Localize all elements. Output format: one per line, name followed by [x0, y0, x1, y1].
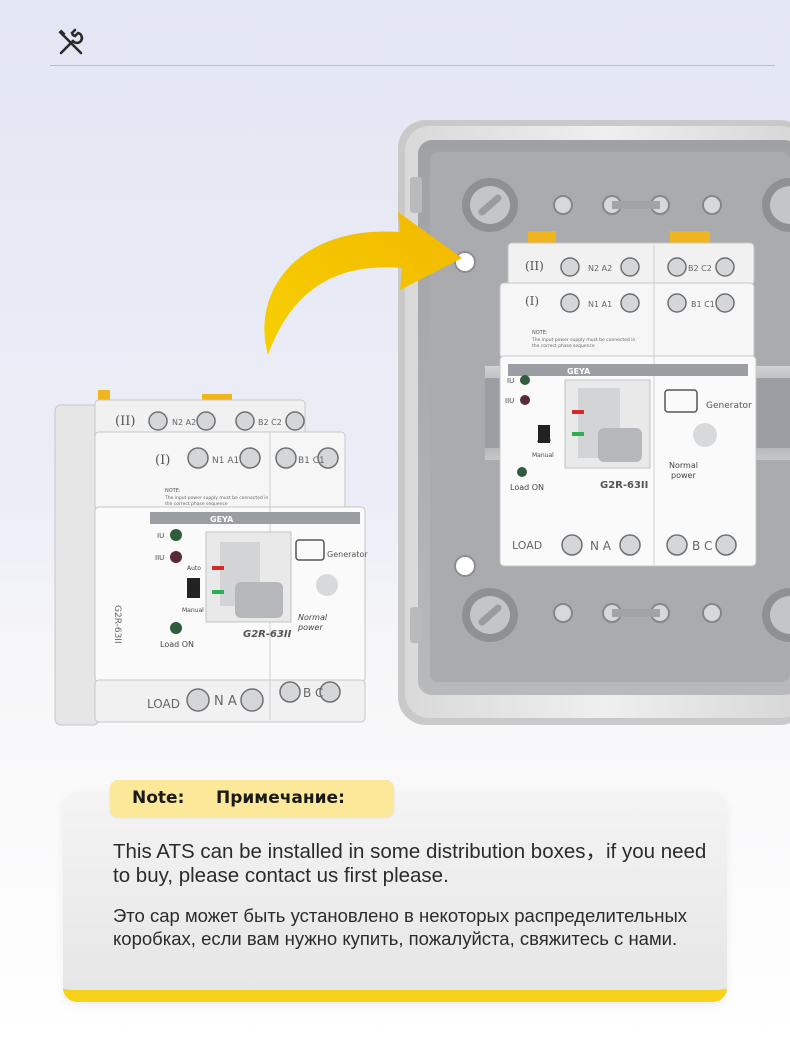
- standalone-row-i: (I): [155, 453, 170, 468]
- tools-icon: [56, 28, 86, 58]
- svg-text:B2 C2: B2 C2: [258, 418, 282, 427]
- standalone-load-on: Load ON: [160, 640, 194, 649]
- box-normal-label-1: Normal: [669, 461, 698, 470]
- svg-text:N1 A1: N1 A1: [212, 456, 239, 466]
- svg-text:N2 A2: N2 A2: [172, 418, 196, 427]
- standalone-note-line2: the correct phase sequence: [165, 501, 228, 507]
- standalone-generator-label: Generator: [327, 550, 368, 559]
- ats-in-box: GEYA (II) (I) N2 A2 B2 C2 N1 A1 B1 C1 NO…: [499, 231, 757, 567]
- standalone-indicator-1: IU: [157, 532, 164, 540]
- box-row-i: (I): [525, 294, 539, 308]
- box-generator-label: Generator: [706, 401, 752, 411]
- svg-text:B1 C1: B1 C1: [298, 456, 325, 466]
- note-text-ru: Это сар может быть установлено в некотор…: [113, 905, 687, 949]
- svg-text:B2 C2: B2 C2: [688, 264, 712, 273]
- note-tag: Note: Примечание:: [110, 780, 394, 817]
- svg-text:N1 A1: N1 A1: [588, 300, 612, 309]
- note-panel: [63, 792, 727, 1002]
- box-indicator-2: IIU: [505, 397, 514, 405]
- standalone-row-ii: (II): [115, 414, 135, 429]
- ats-standalone: GEYA (II) (I) N2 A2 B2 C2 N1 A1 B1 C1 NO…: [54, 390, 368, 726]
- svg-text:N A: N A: [590, 539, 612, 553]
- standalone-normal-label-1: Normal: [298, 613, 328, 622]
- standalone-indicator-2: IIU: [155, 554, 164, 562]
- standalone-normal-label-2: power: [297, 623, 323, 632]
- svg-text:N2 A2: N2 A2: [588, 264, 612, 273]
- box-load-on: Load ON: [510, 483, 544, 492]
- box-note-title: NOTE:: [532, 330, 548, 336]
- box-row-ii: (II): [525, 259, 544, 273]
- standalone-mode-auto: Auto: [187, 565, 201, 572]
- note-label-en: Note:: [132, 788, 185, 808]
- box-normal-label-2: power: [671, 471, 696, 480]
- box-brand: GEYA: [567, 367, 591, 376]
- standalone-note-line1: The input power supply must be connected…: [164, 495, 268, 501]
- svg-text:B C: B C: [692, 539, 712, 553]
- product-hero: GEYA (II) (I) N2 A2 B2 C2 N1 A1 B1 C1 NO…: [0, 70, 790, 770]
- svg-text:B1 C1: B1 C1: [691, 300, 715, 309]
- svg-text:B C: B C: [303, 686, 323, 700]
- standalone-note-title: NOTE:: [165, 488, 181, 494]
- note-text-en: This ATS can be installed in some distri…: [113, 840, 707, 887]
- standalone-load-label: LOAD: [147, 697, 180, 711]
- box-note-line1: The input power supply must be connected…: [531, 337, 635, 343]
- svg-text:N A: N A: [214, 694, 237, 709]
- box-load-label: LOAD: [512, 539, 542, 552]
- standalone-mode-manual: Manual: [182, 607, 204, 614]
- pointer-arrow-icon: [264, 212, 462, 355]
- header-divider: [50, 65, 775, 66]
- box-note-line2: the correct phase sequence: [532, 343, 595, 349]
- top-bar: [0, 0, 790, 70]
- box-indicator-1: IU: [507, 377, 514, 385]
- standalone-brand: GEYA: [210, 515, 234, 524]
- note-label-ru: Примечание:: [216, 788, 345, 808]
- standalone-side-model: G2R-63II: [112, 605, 122, 644]
- box-mode-manual: Manual: [532, 452, 554, 459]
- box-model: G2R-63II: [600, 480, 648, 491]
- standalone-model: G2R-63II: [243, 629, 292, 640]
